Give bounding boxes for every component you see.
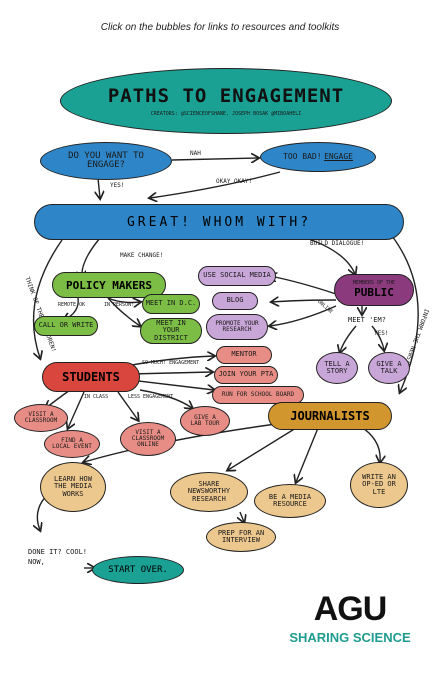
promote-research-bubble[interactable]: Promote your research — [206, 314, 268, 340]
arrow-pta — [129, 372, 212, 374]
edge-label-make-change: Make change! — [120, 252, 164, 259]
arrow-social — [270, 276, 337, 295]
do-you-want-to-engage-bubble[interactable]: Do you want to engage? — [40, 142, 172, 180]
agu-logo: AGU SHARING SCIENCE — [280, 592, 420, 645]
edge-label-yes-public: Yes! — [374, 330, 389, 337]
arrow-online — [117, 391, 138, 420]
students-bubble[interactable]: Students — [42, 362, 140, 392]
join-pta-bubble[interactable]: Join your PTA — [214, 366, 278, 384]
arrow-to-students — [32, 239, 63, 358]
arrow-oped — [359, 425, 380, 462]
arrow-promote — [270, 305, 337, 326]
arrow-blog — [272, 300, 337, 302]
too-bad-engage-bubble[interactable]: Too bad! Engage — [260, 142, 376, 172]
learn-how-media-works-bubble[interactable]: Learn how the media works — [40, 462, 106, 512]
prep-for-interview-bubble[interactable]: Prep for an interview — [206, 522, 276, 552]
be-a-media-resource-bubble[interactable]: Be a media resource — [254, 484, 326, 518]
edge-label-nah: Nah — [190, 150, 201, 157]
tell-a-story-bubble[interactable]: Tell a story — [316, 352, 358, 384]
call-or-write-bubble[interactable]: Call or write — [34, 316, 98, 336]
blog-bubble[interactable]: Blog — [212, 292, 258, 310]
find-a-local-event-bubble[interactable]: Find a local event — [44, 430, 100, 458]
arrow-learn — [84, 423, 277, 462]
arrow-share — [228, 427, 297, 470]
arrow-okay — [150, 171, 281, 198]
edge-label-so-much: So much! Engagement — [142, 360, 200, 366]
meet-em-label: Meet 'em? — [348, 316, 386, 324]
edge-label-in-person: In person! — [104, 302, 135, 308]
policy-makers-bubble[interactable]: Policy Makers — [52, 272, 166, 298]
meet-in-dc-bubble[interactable]: Meet in D.C. — [142, 294, 200, 314]
arrow-prep — [240, 511, 244, 522]
run-for-school-board-bubble[interactable]: Run for school board — [212, 386, 304, 404]
arrow-local — [68, 391, 85, 428]
edge-label-yes: Yes! — [110, 182, 125, 189]
visit-classroom-online-bubble[interactable]: Visit a classroom online — [120, 422, 176, 456]
title-text: Paths to Engagement — [107, 85, 345, 107]
instruction-text: Click on the bubbles for links to resour… — [100, 22, 340, 33]
public-text: Public — [354, 286, 394, 300]
edge-label-okay: Okay okay! — [216, 178, 253, 185]
edge-label-build-dialogue: Build dialogue! — [310, 240, 365, 247]
edge-label-remote: Remote OK — [58, 302, 86, 308]
arrow-board — [129, 379, 214, 390]
members-of-the-public-bubble[interactable]: Members of the Public — [334, 274, 414, 306]
share-newsworthy-research-bubble[interactable]: Share newsworthy research — [170, 472, 248, 512]
mentor-bubble[interactable]: Mentor — [216, 346, 272, 364]
use-social-media-bubble[interactable]: Use social media — [198, 266, 276, 286]
arrow-district — [107, 297, 140, 326]
start-over-bubble[interactable]: Start over. — [92, 556, 184, 584]
meet-in-district-bubble[interactable]: Meet in your district — [140, 318, 202, 344]
members-of-the-text: Members of the — [352, 279, 396, 286]
edge-label-in-class: In class — [84, 394, 109, 400]
journalists-bubble[interactable]: Journalists — [268, 402, 392, 430]
give-a-talk-bubble[interactable]: Give a talk — [368, 352, 410, 384]
arrow-talk — [371, 325, 384, 350]
write-op-ed-bubble[interactable]: Write an op-ed or LTE — [350, 462, 408, 508]
agu-logo-mark: AGU — [313, 590, 388, 628]
arrow-resource — [296, 427, 319, 482]
visit-a-classroom-bubble[interactable]: Visit a classroom — [14, 404, 68, 432]
creators-credit: Creators: @ScienceOfShane, Joseph Bosak … — [150, 111, 302, 117]
arrow-nah — [171, 158, 258, 160]
give-a-lab-tour-bubble[interactable]: Give a lab tour — [180, 406, 230, 436]
whom-with-bubble[interactable]: Great! Whom with? — [34, 204, 404, 240]
too-bad-text: Too bad! — [283, 151, 322, 161]
engage-link[interactable]: Engage — [324, 151, 353, 161]
arrow-story — [340, 325, 357, 352]
arrow-labtour — [139, 389, 192, 408]
title-bubble[interactable]: Paths to Engagement Creators: @ScienceOf… — [60, 68, 392, 134]
agu-tagline: SHARING SCIENCE — [289, 630, 411, 645]
done-it-text: Done it? Cool! Now, — [28, 548, 88, 566]
arrow-dc — [107, 298, 140, 303]
arrow-yes — [98, 177, 100, 198]
edge-label-less-engagement: Less engagement — [128, 394, 174, 400]
